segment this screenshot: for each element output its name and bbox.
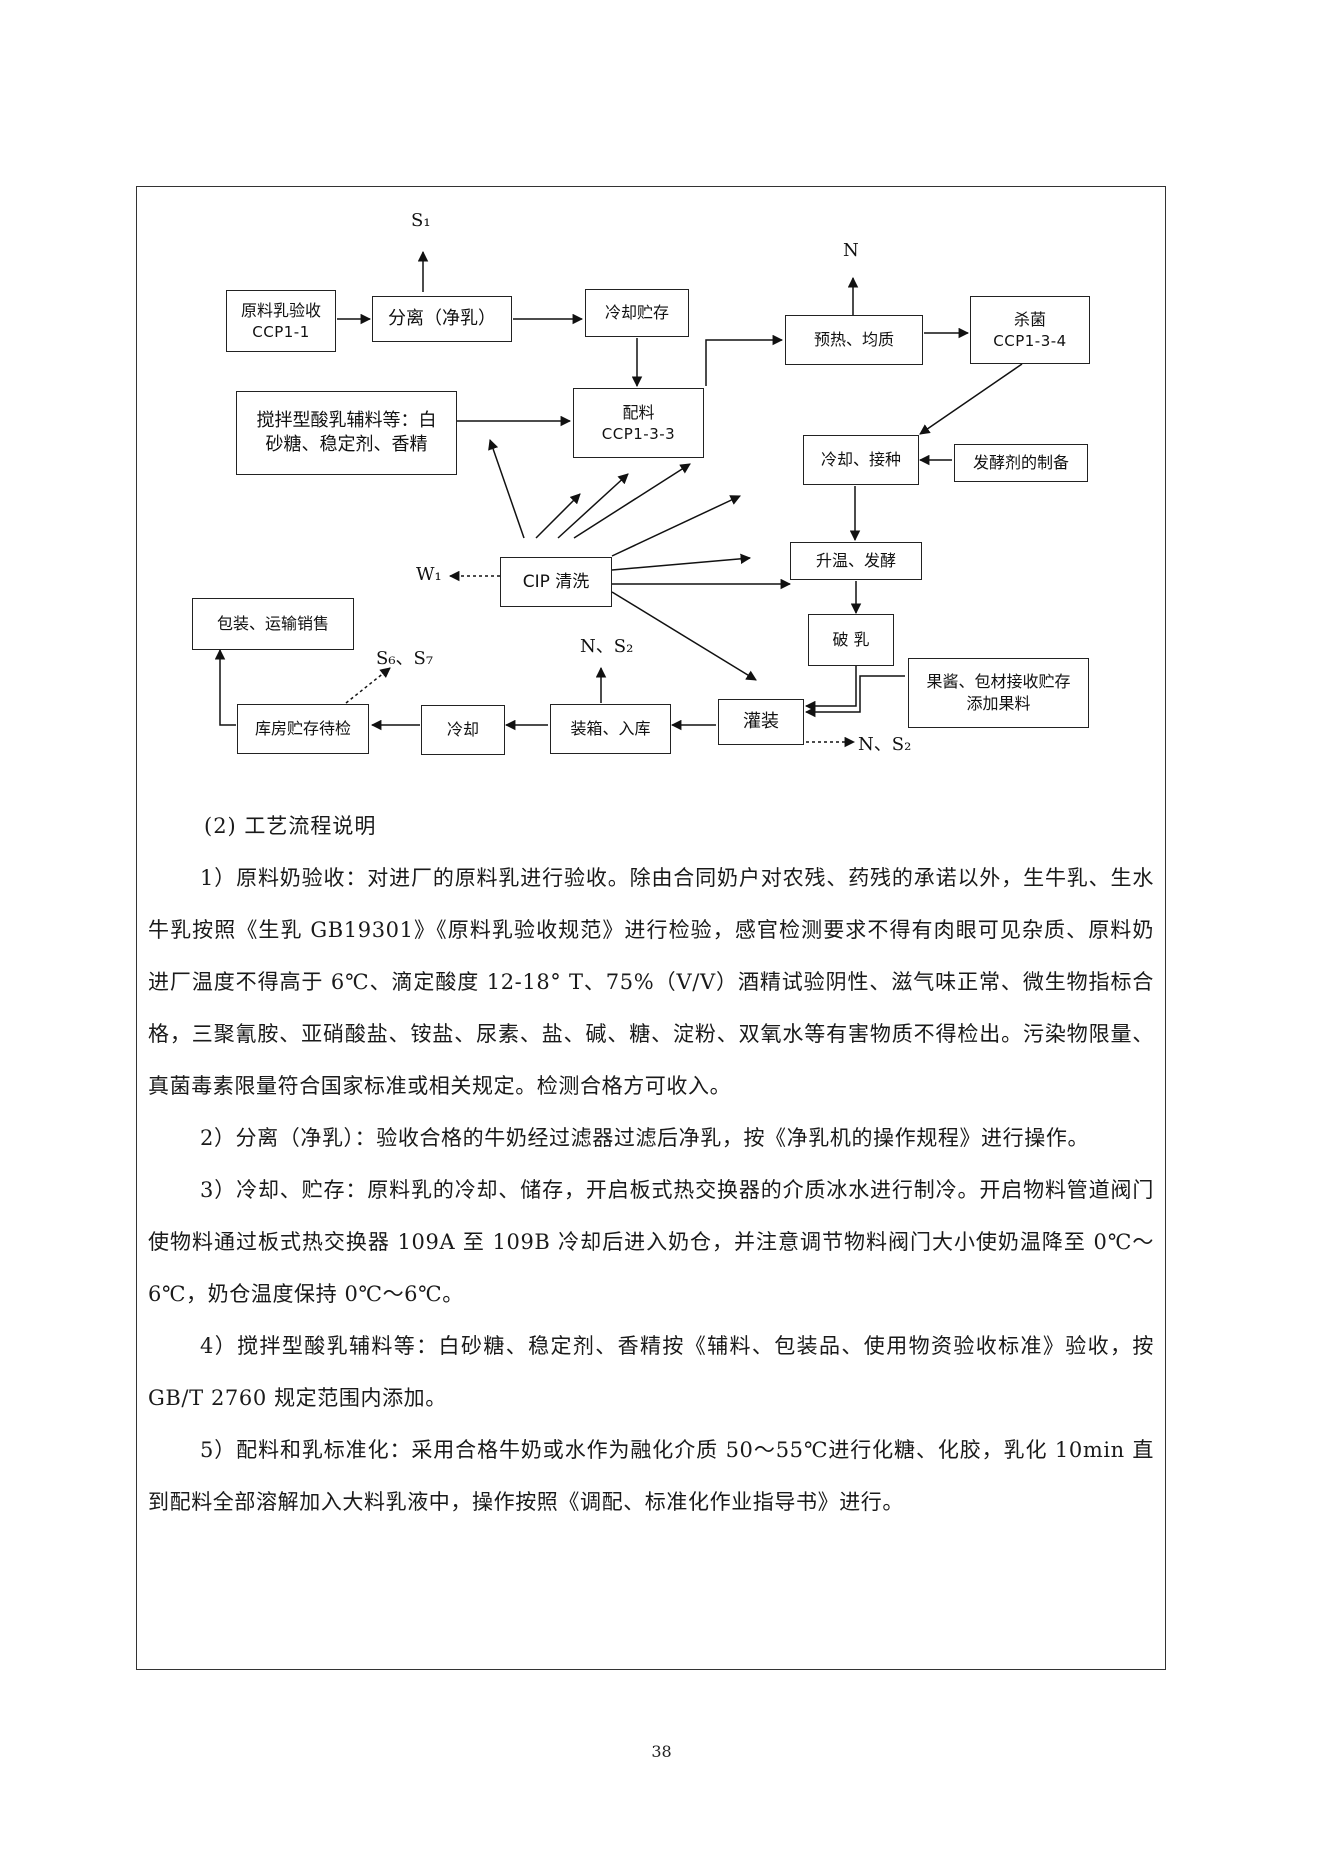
box-filling-label: 灌装 xyxy=(743,710,779,732)
paragraph-cooling-storage: 3）冷却、贮存：原料乳的冷却、储存，开启板式热交换器的介质冰水进行制冷。开启物料… xyxy=(148,1178,1154,1306)
box-filling: 灌装 xyxy=(718,699,804,745)
paragraph-separation: 2）分离（净乳）：验收合格的牛奶经过滤器过滤后净乳，按《净乳机的操作规程》进行操… xyxy=(200,1126,1090,1150)
page-number: 38 xyxy=(651,1742,672,1761)
box-batching-code: CCP1-3-3 xyxy=(601,424,676,443)
box-heat-ferment: 升温、发酵 xyxy=(790,542,922,580)
box-cool-inoculate: 冷却、接种 xyxy=(803,435,919,485)
box-sterilize-code: CCP1-3-4 xyxy=(993,331,1067,350)
box-cooling: 冷却 xyxy=(421,705,505,755)
label-w1: W₁ xyxy=(416,564,442,585)
label-n-top: N xyxy=(843,240,859,261)
box-separation: 分离（净乳） xyxy=(372,296,512,342)
box-cooling-label: 冷却 xyxy=(446,720,479,740)
box-auxiliary-line2: 砂糖、稳定剂、香精 xyxy=(265,434,428,455)
box-cooling-storage-label: 冷却贮存 xyxy=(604,303,669,323)
box-cooling-storage: 冷却贮存 xyxy=(585,289,689,337)
label-s6-s7: S₆、S₇ xyxy=(376,648,434,669)
label-n-s2-right: N、S₂ xyxy=(858,734,912,755)
arrow-batching-to-preheat xyxy=(705,334,784,386)
box-auxiliary-line1: 搅拌型酸乳辅料等：白 xyxy=(256,409,437,431)
box-raw-milk-code: CCP1-1 xyxy=(252,322,310,341)
box-starter-label: 发酵剂的制备 xyxy=(972,453,1069,473)
box-jam-line1: 果酱、包材接收贮存 xyxy=(926,672,1071,692)
box-sterilize-label: 杀菌 xyxy=(1013,310,1046,330)
box-cip-cleaning: CIP 清洗 xyxy=(500,557,612,607)
arrow-break-to-filling xyxy=(804,666,857,712)
paragraph-batching: 5）配料和乳标准化：采用合格牛奶或水作为融化介质 50～55℃进行化糖、化胶，乳… xyxy=(148,1438,1154,1514)
paragraph-raw-milk: 1）原料奶验收：对进厂的原料乳进行验收。除由合同奶户对农残、药残的承诺以外，生牛… xyxy=(148,866,1154,1098)
arrow-cip-2 xyxy=(535,493,581,539)
box-separation-label: 分离（净乳） xyxy=(388,307,496,329)
box-packing-sales: 包装、运输销售 xyxy=(192,598,354,650)
box-batching: 配料 CCP1-3-3 xyxy=(573,388,704,458)
arrow-cip-6 xyxy=(611,553,752,571)
box-packing-sales-label: 包装、运输销售 xyxy=(216,614,329,634)
label-s1: S₁ xyxy=(411,210,431,231)
box-batching-label: 配料 xyxy=(622,403,655,423)
paragraph-auxiliary: 4）搅拌型酸乳辅料等：白砂糖、稳定剂、香精按《辅料、包装品、使用物资验收标准》验… xyxy=(148,1334,1154,1410)
label-n-s2-mid: N、S₂ xyxy=(580,636,634,657)
box-preheat-label: 预热、均质 xyxy=(813,330,894,350)
box-break-curd: 破 乳 xyxy=(808,614,894,666)
box-preheat-homogenize: 预热、均质 xyxy=(785,315,923,365)
box-cip-label: CIP 清洗 xyxy=(522,571,590,592)
box-ferment-label: 升温、发酵 xyxy=(815,551,896,571)
box-jam-line2: 添加果料 xyxy=(966,694,1031,713)
arrow-cip-5 xyxy=(611,495,741,557)
box-starter-culture: 发酵剂的制备 xyxy=(954,444,1088,482)
box-raw-milk-inspection: 原料乳验收 CCP1-1 xyxy=(226,290,336,352)
box-warehouse-storage: 库房贮存待检 xyxy=(237,704,369,754)
box-boxing-label: 装箱、入库 xyxy=(570,719,651,739)
box-break-curd-label: 破 乳 xyxy=(832,630,870,650)
arrow-sterilize-to-cool xyxy=(919,363,1023,435)
flow-connectors xyxy=(214,250,1023,748)
arrow-cip-8 xyxy=(611,591,757,681)
box-sterilization: 杀菌 CCP1-3-4 xyxy=(970,296,1090,364)
section-heading: (2) 工艺流程说明 xyxy=(204,814,377,838)
box-cool-inoculate-label: 冷却、接种 xyxy=(820,450,901,470)
arrow-warehouse-to-s6s7 xyxy=(345,667,391,704)
arrow-cip-4 xyxy=(573,463,691,539)
box-raw-milk-label: 原料乳验收 xyxy=(240,301,321,321)
arrow-jam-to-filling xyxy=(804,675,905,718)
box-warehouse-label: 库房贮存待检 xyxy=(254,719,351,739)
arrow-cip-3 xyxy=(557,473,629,539)
arrow-cip-1 xyxy=(488,439,525,539)
arrow-warehouse-to-packing xyxy=(214,648,236,726)
content-frame xyxy=(136,186,1166,1670)
box-boxing-storage: 装箱、入库 xyxy=(550,704,671,754)
box-jam-packaging-receipt: 果酱、包材接收贮存 添加果料 xyxy=(908,658,1089,728)
process-description: (2) 工艺流程说明 1）原料奶验收：对进厂的原料乳进行验收。除由合同奶户对农残… xyxy=(148,800,1154,1528)
box-auxiliary-materials: 搅拌型酸乳辅料等：白 砂糖、稳定剂、香精 xyxy=(236,391,457,475)
